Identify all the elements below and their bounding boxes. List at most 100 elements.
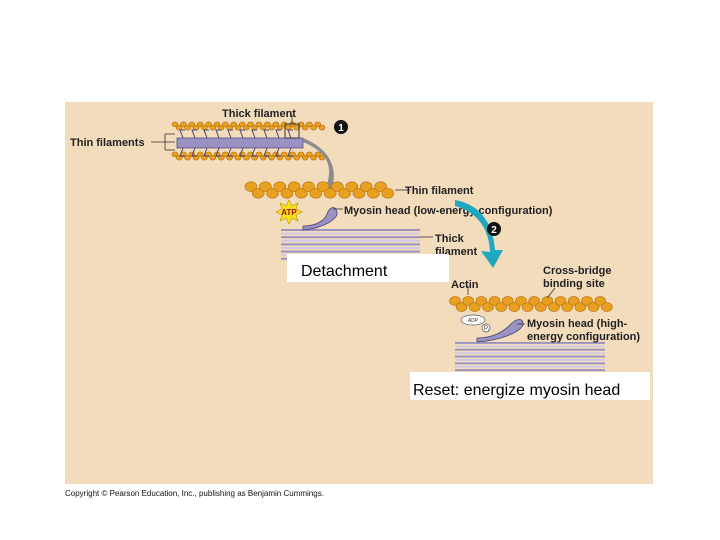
thick-label-line1: Thick [435, 233, 465, 245]
myosin-stripe [281, 236, 420, 239]
pi-label: Pi [484, 326, 489, 332]
actin-bead [297, 151, 305, 158]
myosin-head-high-line1: Myosin head (high- [527, 318, 628, 330]
thin-filament-actin [244, 181, 395, 199]
actin-subunit [295, 188, 308, 199]
actin-subunit [280, 188, 294, 199]
actin-bead [293, 154, 301, 161]
detachment-panel: ATP Thin filament Myosin head (low-energ… [244, 181, 553, 282]
myosin-stripe [281, 243, 420, 246]
actin-subunit [508, 302, 521, 312]
zoom-arrow [303, 138, 339, 198]
actin-subunit [338, 188, 351, 199]
actin-bead [171, 121, 179, 128]
actin-subunit [259, 181, 272, 192]
myosin-head [191, 147, 197, 157]
actin-bead [268, 154, 275, 161]
myosin-head [227, 147, 233, 157]
actin-bead [310, 154, 317, 161]
actin-subunit [287, 181, 301, 192]
actin-bead [180, 121, 187, 128]
actin-subunit [561, 302, 574, 312]
actin-filament [449, 296, 613, 312]
actin-subunit [574, 302, 587, 312]
step-2-number: 2 [491, 225, 497, 236]
actin-subunit [251, 188, 265, 199]
actin-label: Actin [451, 279, 479, 291]
actin-subunit [345, 181, 359, 192]
atp-burst [275, 199, 303, 225]
myosin-head [203, 129, 209, 139]
myosin-head [275, 147, 281, 157]
myosin-head [263, 129, 269, 139]
actin-bead [247, 121, 254, 128]
actin-subunit [316, 181, 330, 192]
thin-filaments-label: Thin filaments [70, 137, 145, 149]
actin-subunit [302, 181, 315, 192]
phosphate-molecule [481, 323, 491, 333]
actin-subunit [548, 302, 560, 312]
actin-subunit [367, 188, 380, 199]
actin-subunit [449, 296, 461, 306]
myosin-head-high-line2: energy configuration) [527, 331, 640, 343]
actin-subunit [534, 302, 547, 312]
myosin-stripe [455, 369, 605, 372]
reset-caption-box [410, 372, 650, 400]
actin-bead [205, 121, 212, 128]
myosin-stripe [281, 232, 420, 235]
actin-bead [175, 124, 183, 131]
actin-bead [293, 124, 301, 131]
actin-subunit [501, 296, 514, 306]
step-2-badge [487, 222, 501, 236]
actin-subunit [594, 296, 607, 306]
sarcomere-overview: Thick filament Thin filaments 1 [70, 108, 348, 161]
actin-bead [306, 121, 313, 128]
actin-bead [234, 124, 242, 131]
actin-bead [259, 124, 267, 131]
actin-subunit [244, 181, 258, 192]
adp-label: ADP [468, 318, 479, 324]
actin-bead [264, 121, 271, 128]
reset-panel: ADP Pi Actin Cross-bridge binding site M… [410, 265, 650, 400]
step-1-number: 1 [338, 123, 344, 134]
myosin-head [203, 147, 209, 157]
actin-bead [213, 121, 221, 128]
actin-bead [306, 151, 313, 158]
actin-subunit [482, 302, 494, 312]
myosin-stripe [455, 345, 605, 348]
actin-bead [209, 154, 217, 161]
myosin-head [191, 129, 197, 139]
crossbridge-cycle-diagram: Thick filament Thin filaments 1 ATP Thin… [70, 108, 650, 400]
actin-bead [280, 151, 288, 158]
myosin-head [179, 147, 185, 157]
actin-bead [314, 151, 322, 158]
actin-subunit [554, 296, 567, 306]
myosin-stripe [455, 352, 605, 355]
actin-bead [310, 124, 317, 131]
thin-filament-label: Thin filament [405, 185, 474, 197]
thick-filament-rod [176, 137, 304, 149]
actin-bead [268, 124, 275, 131]
myosin-stripe [455, 359, 605, 361]
copyright-notice: Copyright © Pearson Education, Inc., pub… [65, 489, 324, 498]
thin-filaments-overview [171, 121, 326, 161]
actin-subunit [587, 302, 600, 312]
thick-filament-label: Thick filament [222, 108, 296, 120]
step-1-badge [334, 120, 348, 134]
actin-subunit [273, 181, 287, 192]
reset-caption: Reset: energize myosin head [413, 382, 620, 399]
myosin-head-high-energy [476, 319, 524, 343]
actin-bead [301, 154, 309, 161]
actin-subunit [521, 302, 534, 312]
diagram-panel: Thick filament Thin filaments 1 ATP Thin… [65, 102, 653, 484]
myosin-head [227, 129, 233, 139]
actin-bead [238, 121, 246, 128]
actin-subunit [381, 188, 395, 199]
myosin-head-low-label: Myosin head (low-energy configuration) [344, 205, 553, 217]
actin-bead [217, 124, 225, 131]
myosin-head [251, 147, 257, 157]
actin-bead [301, 124, 309, 131]
actin-bead [184, 124, 191, 131]
actin-bead [171, 151, 179, 158]
myosin-stripe [281, 239, 420, 242]
